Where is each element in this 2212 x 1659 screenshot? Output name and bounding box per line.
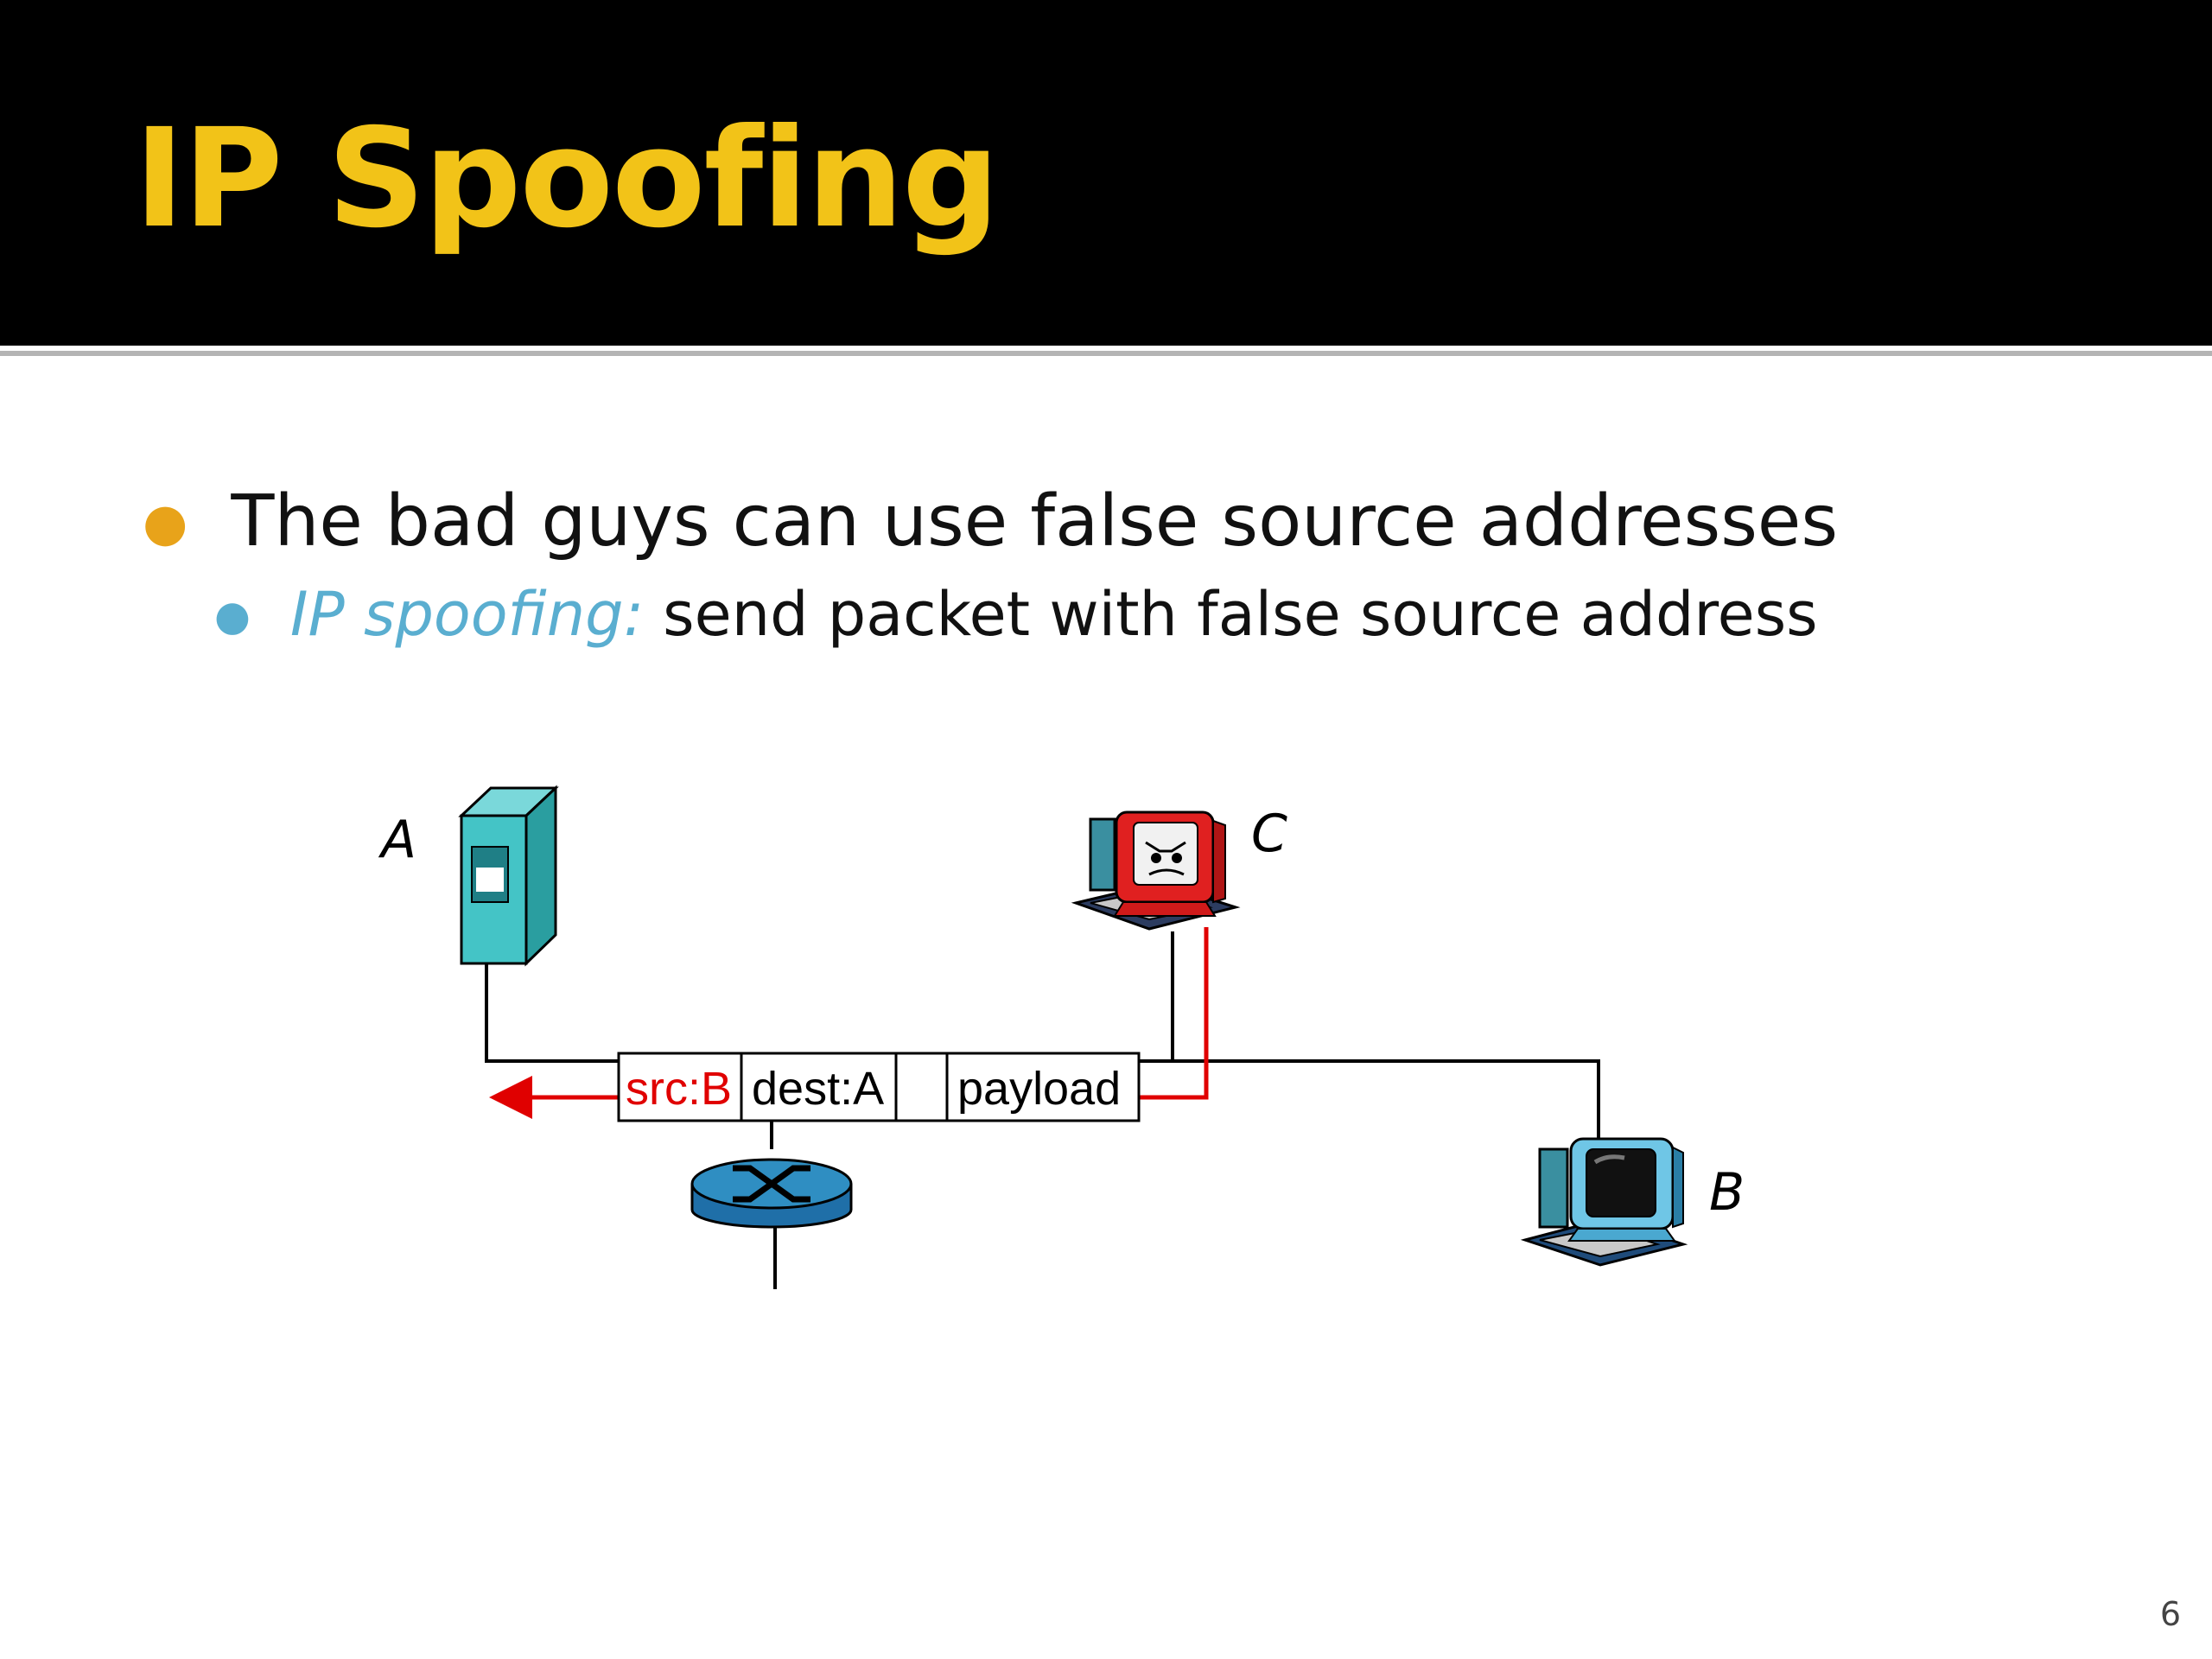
title-bar: IP Spoofing (0, 0, 2212, 346)
bullet-2-emphasis: IP spoofing: (289, 579, 645, 650)
slide-title: IP Spoofing (134, 99, 1000, 258)
page-number: 6 (2159, 1595, 2181, 1633)
host-c-label: C (1251, 804, 1287, 864)
bullet-level-1: ● The bad guys can use false source addr… (143, 480, 1838, 563)
sub-bullet-dot-icon: ● (214, 592, 251, 640)
bullet-2-text: send packet with false source address (663, 579, 1818, 650)
spoof-path (489, 927, 1209, 1119)
bullet-1-text: The bad guys can use false source addres… (231, 480, 1839, 563)
bullet-level-2: ● IP spoofing: send packet with false so… (214, 579, 1818, 650)
router-icon (690, 1158, 853, 1229)
host-b-label: B (1709, 1162, 1745, 1223)
victim-computer-icon (1520, 1137, 1688, 1267)
packet-dest-field: dest:A (752, 1063, 884, 1115)
server-icon (458, 785, 559, 967)
title-divider (0, 351, 2212, 356)
packet: src:B dest:A payload (617, 1052, 1141, 1122)
packet-src-field: src:B (626, 1063, 732, 1115)
packet-payload-field: payload (957, 1063, 1121, 1115)
bullet-dot-icon: ● (143, 493, 188, 553)
host-a-label: A (378, 810, 416, 870)
packet-box (617, 1052, 1141, 1122)
attacker-computer-icon (1071, 810, 1241, 931)
